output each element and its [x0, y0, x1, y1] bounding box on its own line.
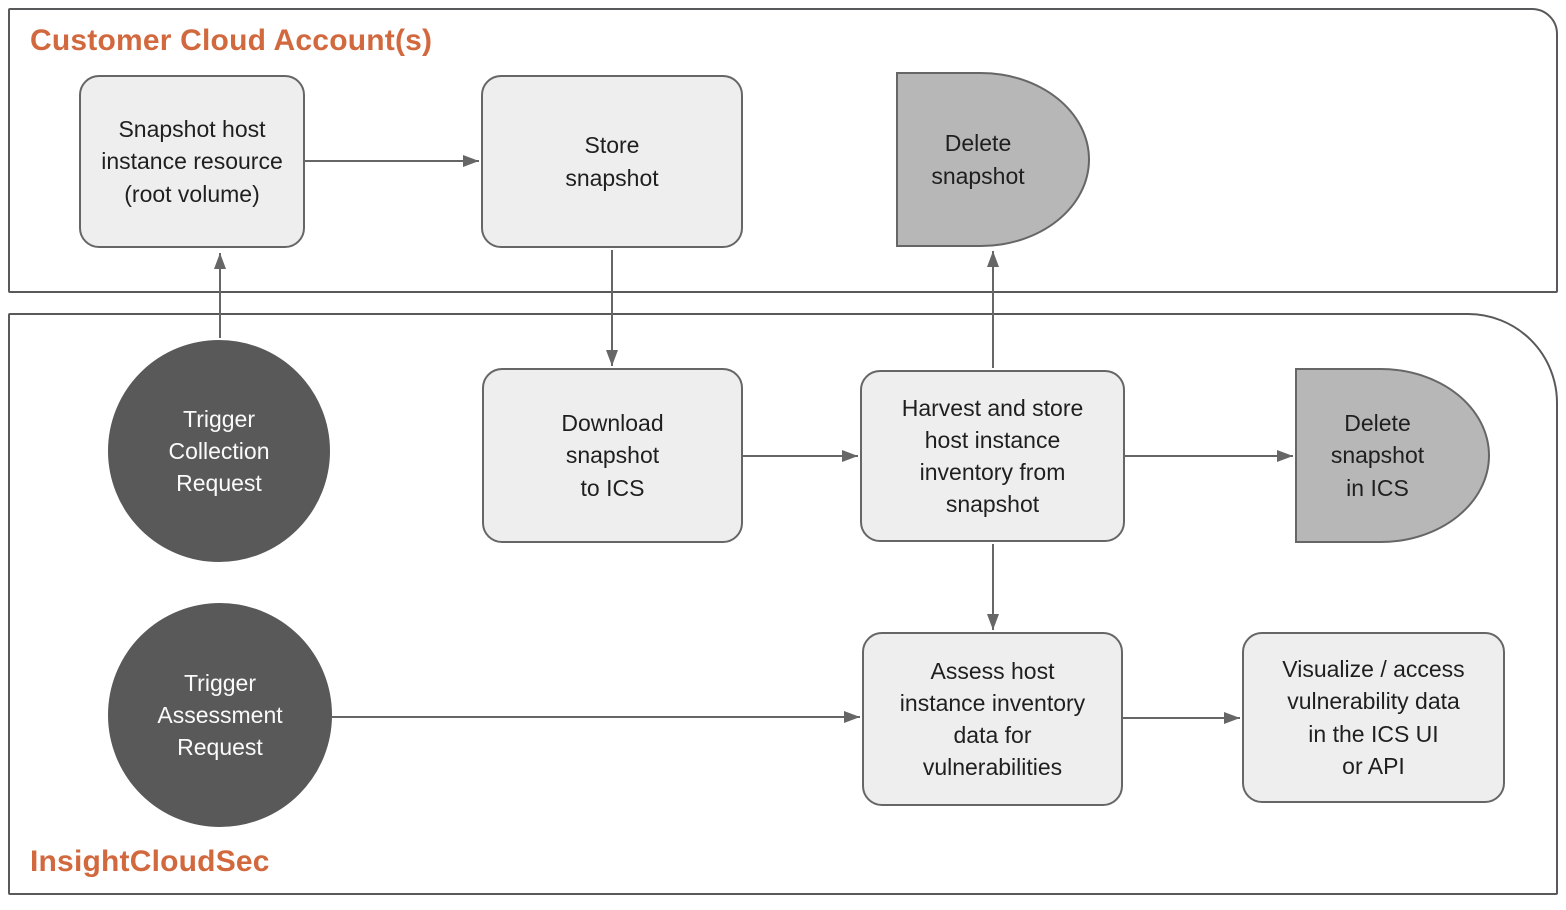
node-trigger-collection-request: Trigger Collection Request — [108, 340, 330, 562]
node-delete-snapshot-in-ics: Delete snapshot in ICS — [1295, 368, 1490, 543]
node-store-snapshot: Store snapshot — [481, 75, 743, 248]
node-visualize-access-vulnerability-data: Visualize / access vulnerability data in… — [1242, 632, 1505, 803]
node-assess-inventory-for-vulnerabilities: Assess host instance inventory data for … — [862, 632, 1123, 806]
node-trigger-assessment-request: Trigger Assessment Request — [108, 603, 332, 827]
lane-title-insightcloudsec: InsightCloudSec — [30, 845, 270, 878]
node-snapshot-host-instance-resource: Snapshot host instance resource (root vo… — [79, 75, 305, 248]
node-delete-snapshot: Delete snapshot — [896, 72, 1090, 247]
node-download-snapshot-to-ics: Download snapshot to ICS — [482, 368, 743, 543]
lane-title-customer-cloud-accounts: Customer Cloud Account(s) — [30, 24, 433, 57]
node-harvest-and-store-inventory: Harvest and store host instance inventor… — [860, 370, 1125, 542]
